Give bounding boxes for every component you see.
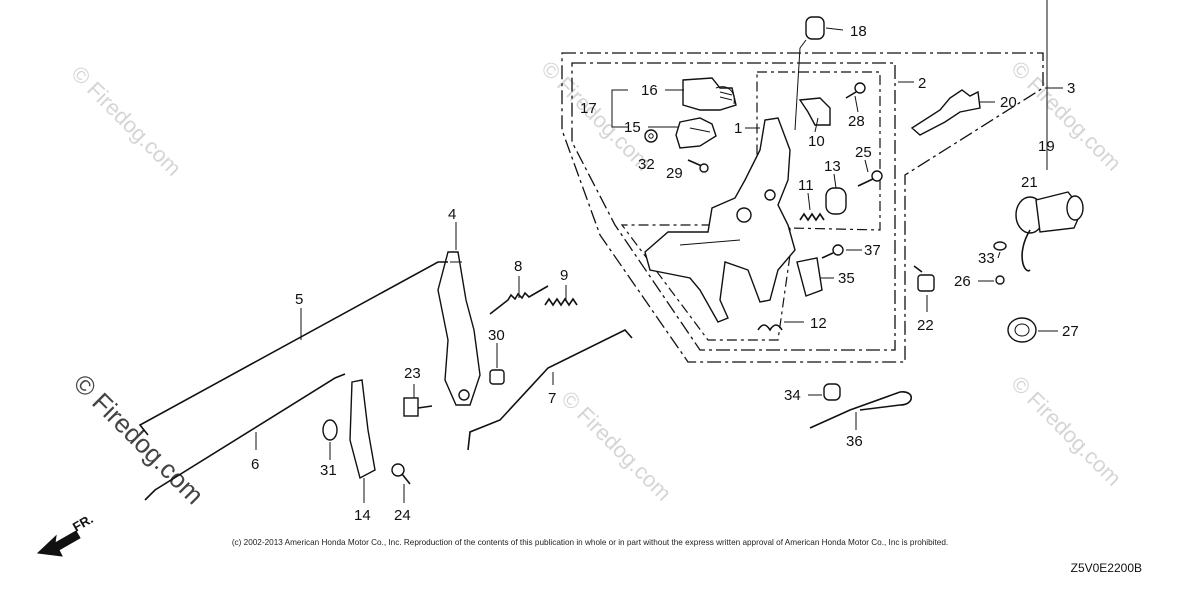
part-9-spring	[544, 297, 578, 307]
part-11-spring	[799, 212, 825, 222]
label-part-34: 34	[784, 387, 801, 404]
label-part-22: 22	[917, 317, 934, 334]
label-part-4: 4	[448, 206, 456, 223]
outline-assembly-3	[561, 52, 1044, 363]
part-21-switch-body	[1015, 191, 1084, 272]
label-part-32: 32	[638, 156, 655, 173]
part-37-bolt	[821, 244, 844, 259]
label-part-3: 3	[1067, 80, 1075, 97]
label-part-19: 19	[1038, 138, 1055, 155]
label-part-17: 17	[580, 100, 597, 117]
part-10-clip	[798, 97, 831, 126]
part-22-bolt	[913, 265, 935, 292]
watermark-top-left: © Firedog.com	[66, 61, 186, 181]
label-part-27: 27	[1062, 323, 1079, 340]
part-27-clamp	[1007, 317, 1037, 343]
label-part-35: 35	[838, 270, 855, 287]
part-32-washer	[644, 129, 658, 143]
label-part-13: 13	[824, 158, 841, 175]
part-36-pin	[809, 391, 913, 429]
label-part-24: 24	[394, 507, 411, 524]
part-30-nut	[489, 369, 505, 385]
part-26-screw	[995, 275, 1005, 285]
part-16-switch	[682, 77, 737, 111]
label-part-11: 11	[798, 177, 814, 194]
label-part-14: 14	[354, 507, 371, 524]
label-part-21: 21	[1021, 174, 1038, 191]
outline-assembly-1	[620, 71, 881, 341]
front-label: FR.	[70, 511, 96, 534]
part-34-grommet	[823, 383, 841, 401]
label-part-30: 30	[488, 327, 505, 344]
label-part-36: 36	[846, 433, 863, 450]
part-24-bolt	[391, 463, 411, 485]
part-15-bracket	[675, 117, 717, 149]
part-23-bolt	[403, 397, 433, 417]
label-part-9: 9	[560, 267, 568, 284]
part-8-spring	[489, 285, 549, 315]
label-part-5: 5	[295, 291, 303, 308]
part-25-screw	[857, 170, 883, 187]
watermark-bottom-right: © Firedog.com	[1006, 371, 1126, 491]
watermark-bold-left: © Firedog.com	[68, 368, 210, 510]
part-33-washer	[993, 241, 1007, 251]
watermark-bottom-center: © Firedog.com	[556, 386, 676, 506]
label-part-37: 37	[864, 242, 881, 259]
leader-lines	[255, 0, 1063, 503]
label-part-6: 6	[251, 456, 259, 473]
label-part-31: 31	[320, 462, 337, 479]
part-20-plate	[910, 89, 981, 136]
part-12-spring	[757, 324, 783, 332]
label-part-25: 25	[855, 144, 872, 161]
part-13-collar	[825, 187, 847, 215]
assembly-outlines	[561, 52, 1044, 363]
label-part-23: 23	[404, 365, 421, 382]
label-part-10: 10	[808, 133, 825, 150]
label-part-29: 29	[666, 165, 683, 182]
label-part-28: 28	[848, 113, 865, 130]
label-part-33: 33	[978, 250, 995, 267]
diagram-code: Z5V0E2200B	[1070, 561, 1142, 575]
part-1-control-base	[644, 117, 796, 323]
label-part-15: 15	[624, 119, 641, 136]
label-part-12: 12	[810, 315, 827, 332]
part-35-bracket	[796, 257, 823, 297]
part-4-lever	[437, 251, 481, 406]
label-part-16: 16	[641, 82, 658, 99]
part-6-rod	[144, 373, 346, 501]
label-part-2: 2	[918, 75, 926, 92]
front-direction-marker: FR.	[36, 511, 96, 557]
label-part-7: 7	[548, 390, 556, 407]
label-part-8: 8	[514, 258, 522, 275]
label-part-26: 26	[954, 273, 971, 290]
label-part-18: 18	[850, 23, 867, 40]
part-7-rod	[467, 329, 633, 451]
watermark-top-right: © Firedog.com	[1006, 56, 1126, 176]
outline-assembly-2	[571, 62, 896, 351]
part-28-bolt	[845, 82, 866, 99]
label-part-1: 1	[734, 120, 742, 137]
part-18-clip	[794, 16, 825, 131]
copyright-notice: (c) 2002-2013 American Honda Motor Co., …	[231, 538, 949, 547]
part-number-labels: 18 2 3 16 17 15 1 20 10 28 19 32 29 25 1…	[251, 23, 1079, 524]
part-14-lever	[349, 379, 376, 480]
part-5-rod	[138, 261, 448, 436]
part-29-screw	[687, 159, 709, 173]
front-arrow-icon	[36, 530, 81, 557]
part-31-washer	[322, 419, 338, 441]
label-part-20: 20	[1000, 94, 1017, 111]
